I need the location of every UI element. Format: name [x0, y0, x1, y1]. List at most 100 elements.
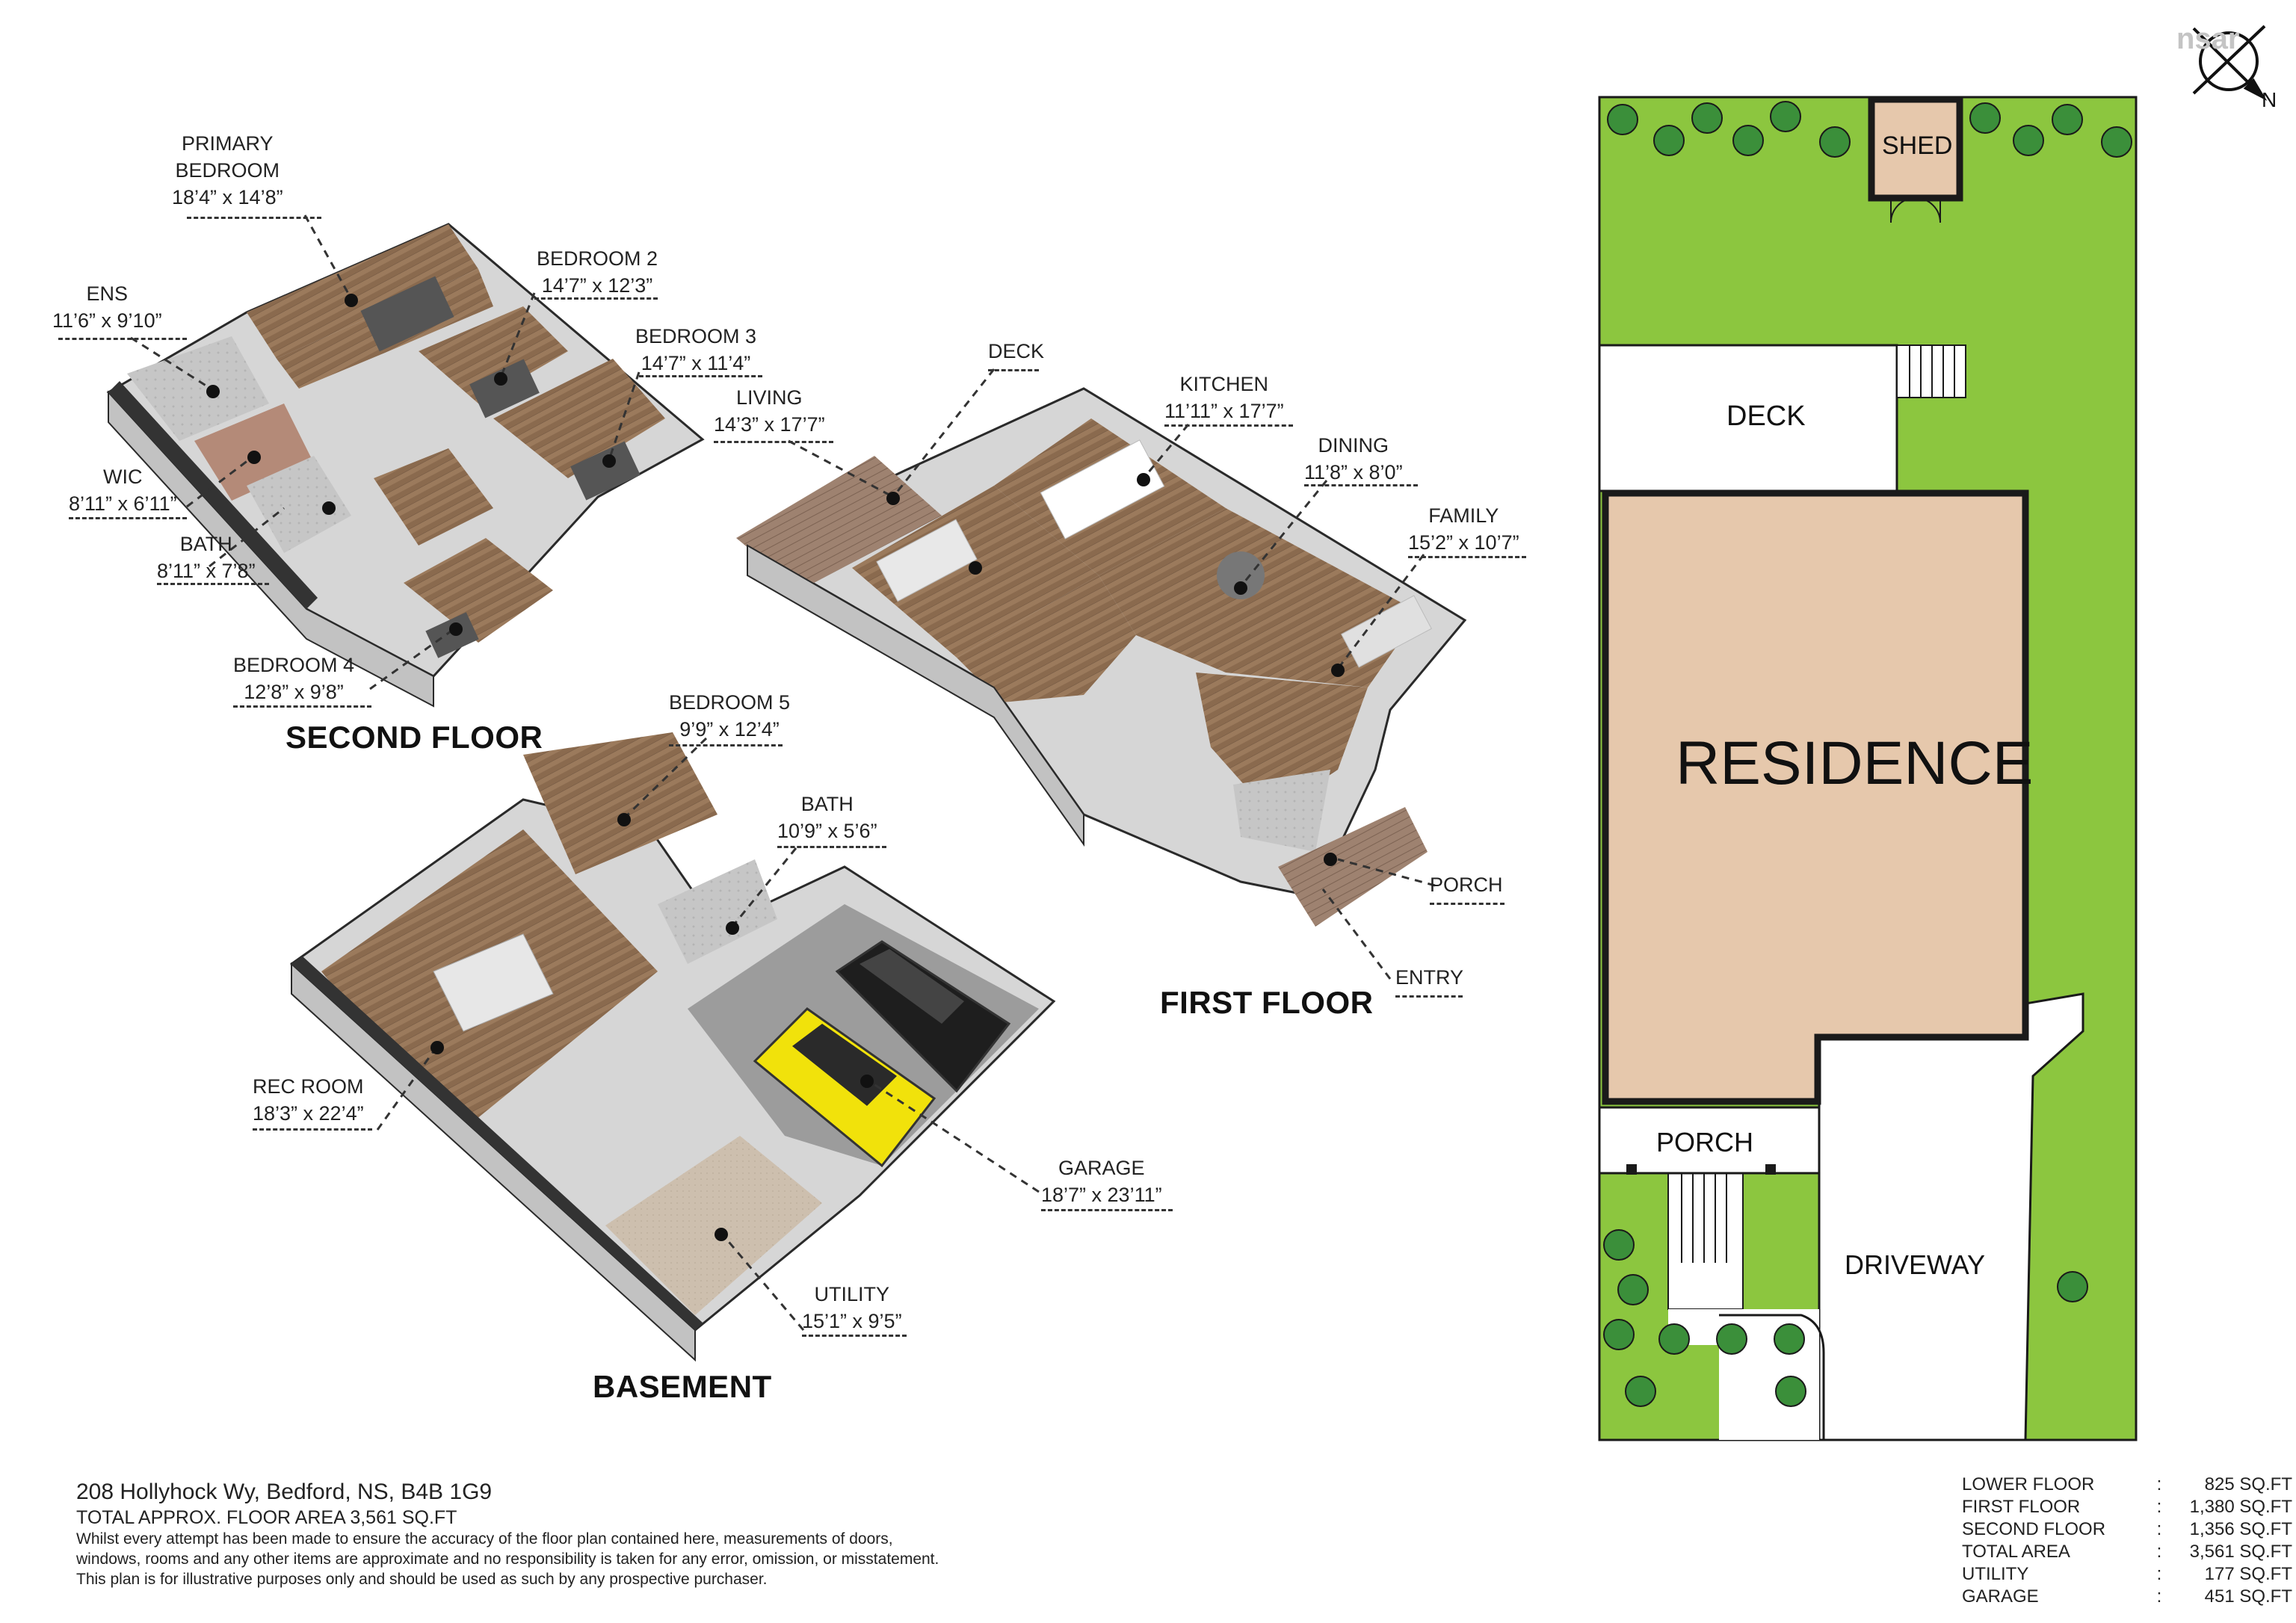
dash-bedroom-5	[669, 744, 783, 746]
living-dim: 14’3” x 17’7”	[714, 413, 825, 436]
ens-name: ENS	[86, 282, 129, 305]
dash-dining	[1304, 484, 1418, 486]
label-living: LIVING 14’3” x 17’7”	[714, 384, 825, 438]
area-value: 1,356 SQ.FT	[2189, 1519, 2292, 1539]
bedroom-2-dim: 14’7” x 12’3”	[541, 274, 653, 297]
area-value: 451 SQ.FT	[2204, 1586, 2292, 1607]
dash-deck-first	[988, 369, 1039, 371]
entry-name: ENTRY	[1395, 966, 1464, 989]
utility-name: UTILITY	[814, 1283, 890, 1305]
primary-bedroom-name-2: BEDROOM	[175, 159, 280, 182]
garage-name: GARAGE	[1058, 1157, 1145, 1179]
area-sep: :	[2156, 1586, 2162, 1607]
label-dining: DINING 11’8” x 8’0”	[1304, 432, 1403, 486]
bedroom-5-dim: 9’9” x 12’4”	[679, 718, 780, 741]
bath-second-name: BATH	[179, 533, 232, 555]
footer-disclaimer-1: Whilst every attempt has been made to en…	[76, 1530, 893, 1548]
label-bedroom-5: BEDROOM 5 9’9” x 12’4”	[669, 689, 790, 743]
dash-porch-first	[1430, 903, 1505, 905]
dash-garage	[1041, 1209, 1173, 1211]
dash-living	[714, 441, 833, 443]
area-label: SECOND FLOOR	[1962, 1519, 2106, 1539]
dining-name: DINING	[1318, 434, 1389, 457]
area-row: LOWER FLOOR : 825 SQ.FT	[1962, 1474, 2292, 1496]
area-label: UTILITY	[1962, 1564, 2029, 1584]
nsar-logo: nsar	[2176, 22, 2240, 55]
area-label: FIRST FLOOR	[1962, 1497, 2081, 1517]
area-label: LOWER FLOOR	[1962, 1474, 2095, 1494]
area-row: SECOND FLOOR : 1,356 SQ.FT	[1962, 1518, 2292, 1541]
kitchen-name: KITCHEN	[1179, 373, 1269, 395]
dash-bedroom-4	[233, 705, 371, 708]
kitchen-dim: 11’11” x 17’7”	[1164, 400, 1284, 422]
dash-utility	[802, 1335, 907, 1337]
area-table: LOWER FLOOR : 825 SQ.FT FIRST FLOOR : 1,…	[1962, 1474, 2292, 1608]
area-value: 1,380 SQ.FT	[2189, 1497, 2292, 1517]
rec-room-name: REC ROOM	[253, 1075, 364, 1098]
area-sep: :	[2156, 1564, 2162, 1584]
dash-entry	[1395, 995, 1463, 998]
label-deck-first: DECK	[988, 338, 1044, 365]
north-arrow-icon	[2192, 25, 2268, 102]
bath-basement-name: BATH	[800, 793, 854, 815]
first-floor-3d	[736, 387, 1467, 927]
dash-wic	[69, 517, 187, 519]
area-sep: :	[2156, 1474, 2162, 1494]
area-sep: :	[2156, 1519, 2162, 1539]
bath-basement-dim: 10’9” x 5’6”	[777, 820, 877, 842]
area-row: FIRST FLOOR : 1,380 SQ.FT	[1962, 1496, 2292, 1518]
black-car	[835, 940, 1011, 1093]
site-plan	[1598, 96, 2138, 1441]
label-kitchen: KITCHEN 11’11” x 17’7”	[1164, 371, 1284, 424]
utility-dim: 15’1” x 9’5”	[802, 1310, 902, 1332]
family-dim: 15’2” x 10’7”	[1408, 531, 1519, 554]
living-name: LIVING	[736, 386, 803, 409]
bath-second-dim: 8’11” x 7’8”	[157, 560, 256, 582]
label-ens: ENS 11’6” x 9’10”	[52, 280, 162, 334]
footer-disclaimer-2: windows, rooms and any other items are a…	[76, 1551, 939, 1568]
site-deck-label: DECK	[1726, 401, 1806, 432]
bedroom-4-dim: 12’8” x 9’8”	[244, 681, 344, 703]
garage-dim: 18’7” x 23’11”	[1041, 1184, 1162, 1206]
dash-rec-room	[253, 1128, 372, 1131]
dash-family	[1408, 556, 1526, 558]
dash-bath-second	[157, 583, 269, 585]
dash-bedroom-3	[639, 375, 762, 377]
deck-first-name: DECK	[988, 340, 1045, 362]
area-label: TOTAL AREA	[1962, 1542, 2070, 1562]
basement-3d	[290, 732, 1056, 1362]
footer-disclaimer-3: This plan is for illustrative purposes o…	[76, 1571, 768, 1588]
dash-ens	[58, 338, 187, 340]
bedroom-2-name: BEDROOM 2	[537, 247, 658, 270]
north-label: N	[2262, 88, 2277, 111]
primary-bedroom-dim: 18’4” x 14’8”	[172, 186, 283, 208]
area-sep: :	[2156, 1497, 2162, 1517]
footer-total: TOTAL APPROX. FLOOR AREA 3,561 SQ.FT	[76, 1507, 457, 1528]
dash-bedroom-2	[534, 297, 658, 300]
area-value: 825 SQ.FT	[2204, 1474, 2292, 1494]
tree-icons	[1603, 101, 2132, 1407]
primary-bedroom-name-1: PRIMARY	[182, 132, 274, 155]
site-shed-label: SHED	[1882, 132, 1953, 160]
area-sep: :	[2156, 1542, 2162, 1562]
family-name: FAMILY	[1428, 504, 1499, 527]
wic-name: WIC	[103, 466, 143, 488]
dash-primary	[187, 217, 321, 219]
area-row: GARAGE : 451 SQ.FT	[1962, 1586, 2292, 1608]
label-wic: WIC 8’11” x 6’11”	[69, 463, 177, 517]
site-driveway-label: DRIVEWAY	[1845, 1249, 1986, 1280]
label-family: FAMILY 15’2” x 10’7”	[1408, 502, 1519, 556]
area-row: TOTAL AREA : 3,561 SQ.FT	[1962, 1541, 2292, 1563]
area-label: GARAGE	[1962, 1586, 2039, 1607]
wic-dim: 8’11” x 6’11”	[69, 492, 177, 515]
site-porch-label: PORCH	[1656, 1127, 1754, 1157]
area-value: 3,561 SQ.FT	[2189, 1542, 2292, 1562]
label-rec-room: REC ROOM 18’3” x 22’4”	[253, 1073, 364, 1127]
area-value: 177 SQ.FT	[2204, 1564, 2292, 1584]
second-floor-3d	[106, 223, 705, 708]
bedroom-3-name: BEDROOM 3	[635, 325, 757, 347]
bedroom-3-dim: 14’7” x 11’4”	[641, 352, 751, 374]
label-porch-first: PORCH	[1430, 871, 1503, 898]
label-bedroom-4: BEDROOM 4 12’8” x 9’8”	[233, 652, 354, 705]
rec-room-dim: 18’3” x 22’4”	[253, 1102, 364, 1125]
